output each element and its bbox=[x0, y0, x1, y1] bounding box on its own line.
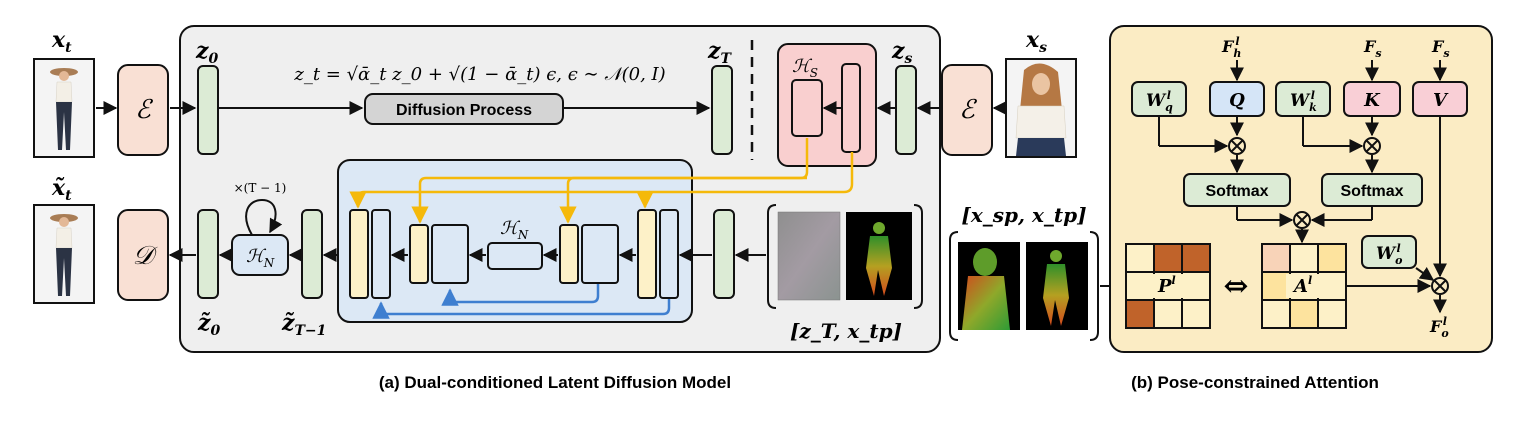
encoder-left bbox=[117, 64, 169, 156]
multiply-node-3-cross bbox=[1295, 213, 1309, 227]
hs-feature-2 bbox=[841, 63, 861, 153]
softmax-box-1 bbox=[1183, 173, 1291, 207]
label-hn-mid: ℋN bbox=[500, 218, 529, 242]
decoder bbox=[117, 209, 169, 301]
pose-mask-grid-P bbox=[1125, 243, 1211, 329]
unet-in-block bbox=[659, 209, 679, 299]
label-z0-tilde: z̃0 bbox=[197, 310, 221, 339]
softmax-label-1: Softmax bbox=[1205, 183, 1268, 200]
label-Fs1: Fs bbox=[1363, 37, 1382, 60]
label-P: Pl bbox=[1157, 274, 1176, 297]
bracket-right-xsp bbox=[1089, 231, 1099, 341]
wo-box bbox=[1361, 235, 1417, 269]
latent-zs bbox=[895, 65, 917, 155]
unet-mid-block bbox=[487, 242, 543, 270]
label-hn-small: ℋN bbox=[246, 246, 275, 270]
multiply-node-4-cross bbox=[1433, 279, 1447, 293]
caption-b: (b) Pose-constrained Attention bbox=[1131, 373, 1379, 392]
diffusion-equation: z_t = √ᾱ_t z_0 + √(1 − ᾱ_t) ϵ, ϵ ∼ 𝒩(0, … bbox=[293, 64, 665, 85]
label-wk: Wkl bbox=[1290, 89, 1317, 114]
label-xsp-xtp: [x_sp, x_tp] bbox=[961, 203, 1086, 227]
source-pose-image bbox=[958, 242, 1020, 330]
person-image-xt-tilde bbox=[33, 204, 95, 304]
skip-connection-inner bbox=[441, 284, 600, 306]
latent-input bbox=[713, 209, 735, 299]
diffusion-process-label: Diffusion Process bbox=[396, 102, 532, 119]
arrow-wo-mul4 bbox=[1415, 267, 1435, 281]
label-zT: zT bbox=[707, 38, 733, 67]
softmax-box-2 bbox=[1321, 173, 1423, 207]
label-hs: ℋS bbox=[792, 56, 818, 80]
attention-grid-A bbox=[1261, 243, 1347, 329]
latent-zT1-tilde bbox=[301, 209, 323, 299]
target-pose-image-2 bbox=[1026, 242, 1088, 330]
encoder-right bbox=[941, 64, 993, 156]
label-xt-tilde: x̃t bbox=[51, 175, 72, 204]
label-xs: xs bbox=[1025, 27, 1047, 56]
bracket-right-zT bbox=[913, 204, 923, 309]
latent-zT bbox=[711, 65, 733, 155]
q-box bbox=[1209, 81, 1265, 117]
unet-up-feature bbox=[409, 224, 429, 284]
unet-up-block bbox=[431, 224, 469, 284]
double-arrow-icon: ⇔ bbox=[1223, 269, 1248, 304]
label-Fo: Fol bbox=[1429, 315, 1449, 340]
skip-connection-outer bbox=[372, 299, 671, 319]
hs-feature-1 bbox=[791, 79, 823, 137]
denoiser-hn-small bbox=[231, 234, 289, 276]
latent-z0 bbox=[197, 65, 219, 155]
encoder-left-label: ℰ bbox=[135, 95, 153, 125]
encoder-right-label: ℰ bbox=[959, 95, 977, 125]
label-zT1-tilde: z̃T−1 bbox=[281, 310, 326, 339]
loop-arrow bbox=[245, 198, 283, 236]
latent-z0-tilde bbox=[197, 209, 219, 299]
bracket-left-zT bbox=[767, 204, 777, 309]
wk-box bbox=[1275, 81, 1331, 117]
hs-injection-3 bbox=[349, 152, 854, 209]
target-pose-image bbox=[846, 212, 912, 300]
label-wo: Wol bbox=[1376, 242, 1402, 267]
label-v: V bbox=[1433, 90, 1449, 111]
label-wq: Wql bbox=[1146, 89, 1173, 114]
label-z0: z0 bbox=[195, 38, 219, 67]
multiply-node-2-cross bbox=[1365, 139, 1379, 153]
hs-injection-2 bbox=[559, 176, 807, 224]
wq-box bbox=[1131, 81, 1187, 117]
multiply-node-1-cross bbox=[1230, 139, 1244, 153]
person-image-xs bbox=[1005, 58, 1077, 158]
noise-image bbox=[777, 211, 841, 301]
loop-count: ×(T − 1) bbox=[234, 181, 287, 195]
unet-down-block bbox=[581, 224, 619, 284]
label-zT-xtp: [z_T, x_tp] bbox=[790, 319, 902, 343]
label-A: Al bbox=[1292, 274, 1312, 297]
label-Fh: Fhl bbox=[1221, 35, 1241, 60]
label-Fs2: Fs bbox=[1431, 37, 1450, 60]
k-box bbox=[1343, 81, 1401, 117]
person-image-xt bbox=[33, 58, 95, 158]
label-k: K bbox=[1363, 90, 1381, 111]
softmax-label-2: Softmax bbox=[1340, 183, 1403, 200]
hs-injection-4 bbox=[636, 190, 654, 209]
unet-out-feature bbox=[349, 209, 369, 299]
diffusion-process-box bbox=[364, 93, 564, 125]
unet-down-feature bbox=[559, 224, 579, 284]
unet-out-block bbox=[371, 209, 391, 299]
unet-in-feature bbox=[637, 209, 657, 299]
label-q: Q bbox=[1229, 90, 1245, 111]
bracket-left-xsp bbox=[949, 231, 959, 341]
label-zs: zs bbox=[891, 38, 913, 67]
label-xt: xt bbox=[51, 27, 72, 56]
caption-a: (a) Dual-conditioned Latent Diffusion Mo… bbox=[379, 373, 731, 392]
v-box bbox=[1412, 81, 1468, 117]
